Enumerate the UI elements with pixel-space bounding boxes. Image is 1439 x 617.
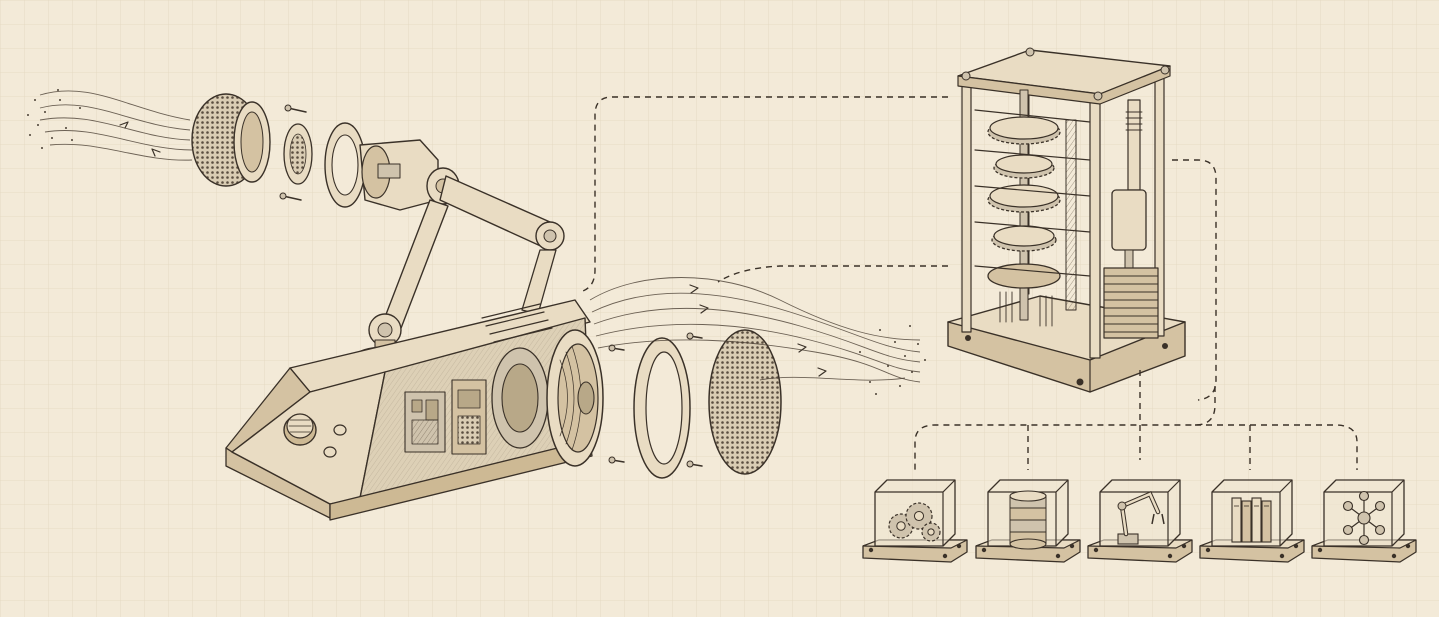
incoming-sound-waves [27, 89, 193, 161]
output-sound-waves [589, 277, 926, 395]
microphone-capsule-icon [191, 93, 460, 211]
database-module-icon [975, 479, 1081, 563]
output-particles [859, 325, 926, 395]
output-modules [862, 479, 1417, 563]
flow-connectors [579, 96, 1358, 470]
robot-arm-module-icon [1087, 479, 1193, 563]
speaker-base-icon [225, 299, 604, 521]
cooling-fins [1103, 267, 1159, 339]
gears-module-icon [862, 479, 968, 563]
processing-engine-icon [947, 47, 1186, 393]
network-graph-module-icon [1311, 479, 1417, 563]
input-particles [27, 89, 81, 149]
books-module-icon [1199, 479, 1305, 563]
speaker-grille-parts [608, 329, 782, 479]
